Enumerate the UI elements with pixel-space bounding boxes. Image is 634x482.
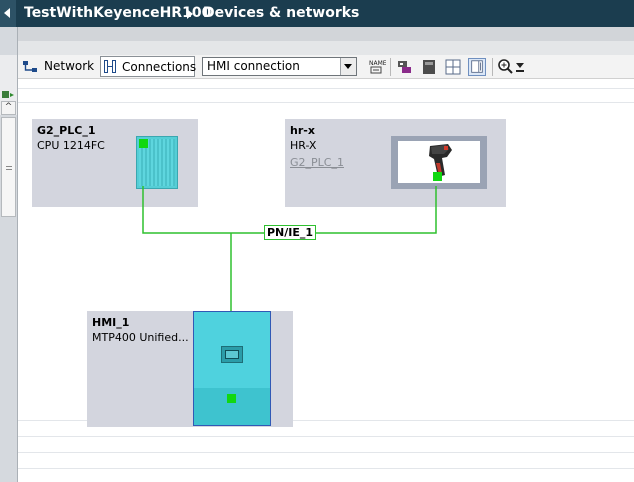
refresh-icon	[2, 91, 14, 98]
barcode-scanner-icon	[429, 144, 452, 177]
breadcrumb: TestWithKeyenceHR100 Devices & networks	[0, 0, 634, 27]
connection-type-value: HMI connection	[207, 59, 300, 73]
name-icon[interactable]: NAME	[368, 58, 386, 76]
left-panel-strip: ^	[0, 27, 18, 482]
chevron-left-icon	[4, 8, 10, 18]
hmi-panel-image[interactable]	[193, 311, 271, 426]
zoom-icon[interactable]	[497, 58, 515, 76]
device-hmi-name: HMI_1	[92, 316, 130, 329]
profinet-port[interactable]	[433, 172, 442, 181]
connections-icon	[104, 60, 116, 73]
network-toolbar: Network Connections HMI connection NAME	[18, 55, 634, 79]
scanner-image	[398, 141, 480, 183]
connections-button[interactable]: Connections	[100, 56, 197, 77]
table-view-icon[interactable]	[444, 58, 462, 76]
dropdown-arrow-button[interactable]	[340, 58, 356, 75]
chevron-down-icon	[344, 64, 352, 69]
breadcrumb-view: Devices & networks	[203, 5, 360, 21]
grip-icon	[6, 166, 12, 170]
device-scanner-assigned-controller[interactable]: G2_PLC_1	[290, 156, 344, 169]
network-icon	[23, 61, 37, 72]
editor-header	[18, 27, 634, 55]
device-plc-type: CPU 1214FC	[37, 139, 105, 152]
device-hmi[interactable]: HMI_1 MTP400 Unified...	[87, 311, 293, 427]
device-icon[interactable]	[420, 58, 438, 76]
breadcrumb-project[interactable]: TestWithKeyenceHR100	[24, 5, 212, 21]
network-view-canvas[interactable]: G2_PLC_1 CPU 1214FC hr-x HR-X G2_PLC_1	[18, 80, 634, 482]
overview-icon[interactable]	[468, 58, 486, 76]
device-scanner[interactable]: hr-x HR-X G2_PLC_1	[285, 119, 506, 207]
connections-label: Connections	[122, 60, 197, 74]
subnet-label[interactable]: PN/IE_1	[264, 225, 316, 240]
zoom-down-icon[interactable]	[514, 58, 526, 76]
device-hmi-type: MTP400 Unified...	[92, 331, 189, 344]
profinet-port[interactable]	[227, 394, 236, 403]
connection-type-select[interactable]: HMI connection	[202, 57, 357, 76]
plc-module-image[interactable]	[136, 136, 178, 189]
hmi-screen-icon	[221, 346, 243, 363]
chevron-right-icon	[187, 9, 193, 19]
back-button[interactable]	[0, 0, 16, 27]
scrollbar-thumb[interactable]	[1, 117, 16, 217]
left-panel-tab[interactable]	[0, 55, 17, 115]
device-plc-name: G2_PLC_1	[37, 124, 96, 137]
scroll-up-button[interactable]: ^	[1, 101, 16, 115]
device-plc[interactable]: G2_PLC_1 CPU 1214FC	[32, 119, 198, 207]
device-scanner-name: hr-x	[290, 124, 315, 137]
device-scanner-type: HR-X	[290, 139, 317, 152]
scanner-frame	[391, 136, 487, 189]
network-button[interactable]: Network	[44, 59, 95, 73]
network-config-icon[interactable]	[396, 58, 414, 76]
svg-text:NAME: NAME	[369, 60, 386, 67]
profinet-port[interactable]	[139, 139, 148, 148]
